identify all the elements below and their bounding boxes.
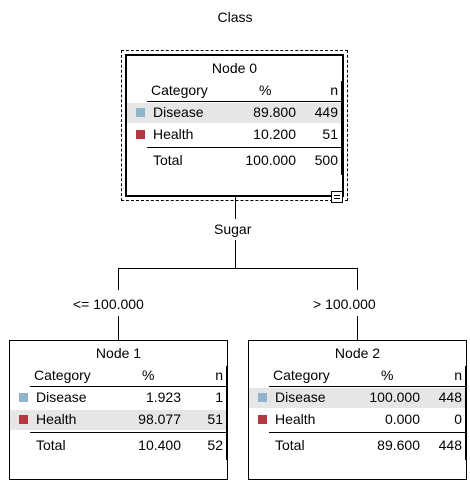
header-rule — [147, 101, 342, 102]
total-label: Total — [36, 437, 66, 453]
connector-left-lower — [118, 316, 119, 340]
total-row: Total 100.000 500 — [127, 151, 342, 171]
total-percent: 89.600 — [377, 437, 420, 453]
row-percent: 10.200 — [253, 126, 296, 142]
table-row: Disease 100.000 448 — [249, 388, 466, 408]
disease-swatch — [258, 393, 267, 402]
header-rule — [30, 386, 227, 387]
row-n: 1 — [215, 389, 223, 405]
health-swatch — [136, 130, 145, 139]
header-n: n — [330, 82, 338, 98]
header-n: n — [215, 367, 223, 383]
row-n: 51 — [207, 411, 223, 427]
collapse-node-icon[interactable] — [331, 191, 343, 203]
total-label: Total — [153, 152, 183, 168]
header-row: Category % n — [249, 366, 466, 386]
node-0[interactable]: Node 0 Category % n Disease 89.800 449 H… — [125, 54, 344, 197]
header-category: Category — [34, 367, 91, 383]
total-rule — [30, 432, 227, 433]
total-rule — [269, 432, 466, 433]
header-category: Category — [273, 367, 330, 383]
total-label: Total — [275, 437, 305, 453]
row-category: Disease — [36, 389, 87, 405]
health-swatch — [258, 415, 267, 424]
total-rule — [147, 147, 342, 148]
disease-swatch — [136, 108, 145, 117]
table-row: Health 98.077 51 — [10, 410, 227, 430]
header-percent: % — [142, 367, 155, 383]
connector-root — [235, 197, 236, 219]
tree-title: Class — [217, 9, 253, 25]
header-row: Category % n — [127, 81, 342, 101]
connector-left — [118, 268, 119, 290]
node-title: Node 2 — [334, 345, 381, 361]
row-n: 51 — [322, 126, 338, 142]
total-row: Total 89.600 448 — [249, 436, 466, 456]
disease-swatch — [19, 393, 28, 402]
table-row: Health 10.200 51 — [127, 125, 342, 145]
table-row: Disease 89.800 449 — [127, 103, 342, 123]
node-title: Node 0 — [211, 60, 258, 76]
row-category: Disease — [275, 389, 326, 405]
table-row: Health 0.000 0 — [249, 410, 466, 430]
node-1[interactable]: Node 1 Category % n Disease 1.923 1 Heal… — [9, 340, 228, 480]
total-n: 448 — [438, 437, 462, 453]
header-percent: % — [381, 367, 394, 383]
total-percent: 10.400 — [138, 437, 181, 453]
node-2[interactable]: Node 2 Category % n Disease 100.000 448 … — [248, 340, 467, 480]
column-separator — [226, 366, 227, 460]
health-swatch — [19, 415, 28, 424]
column-separator — [465, 366, 466, 460]
total-n: 52 — [207, 437, 223, 453]
row-percent: 98.077 — [138, 411, 181, 427]
connector-horizontal — [118, 268, 358, 269]
row-percent: 100.000 — [369, 389, 420, 405]
total-n: 500 — [314, 152, 338, 168]
row-category: Health — [36, 411, 77, 427]
header-percent: % — [259, 82, 272, 98]
connector-right — [357, 268, 358, 290]
total-row: Total 10.400 52 — [10, 436, 227, 456]
row-n: 449 — [314, 104, 338, 120]
header-n: n — [454, 367, 462, 383]
header-row: Category % n — [10, 366, 227, 386]
row-percent: 0.000 — [384, 411, 420, 427]
root-selection-outline — [121, 50, 348, 201]
row-category: Disease — [153, 104, 204, 120]
branch-condition-left: <= 100.000 — [73, 296, 144, 312]
column-separator — [341, 81, 342, 175]
row-percent: 1.923 — [145, 389, 181, 405]
row-n: 0 — [454, 411, 462, 427]
table-row: Disease 1.923 1 — [10, 388, 227, 408]
row-n: 448 — [438, 389, 462, 405]
row-category: Health — [275, 411, 316, 427]
node-title: Node 1 — [95, 345, 142, 361]
row-category: Health — [153, 126, 194, 142]
split-variable-label: Sugar — [214, 221, 252, 237]
total-percent: 100.000 — [245, 152, 296, 168]
header-rule — [269, 386, 466, 387]
branch-condition-right: > 100.000 — [313, 296, 376, 312]
header-category: Category — [151, 82, 208, 98]
connector-right-lower — [357, 316, 358, 340]
row-percent: 89.800 — [253, 104, 296, 120]
connector-split — [235, 240, 236, 268]
